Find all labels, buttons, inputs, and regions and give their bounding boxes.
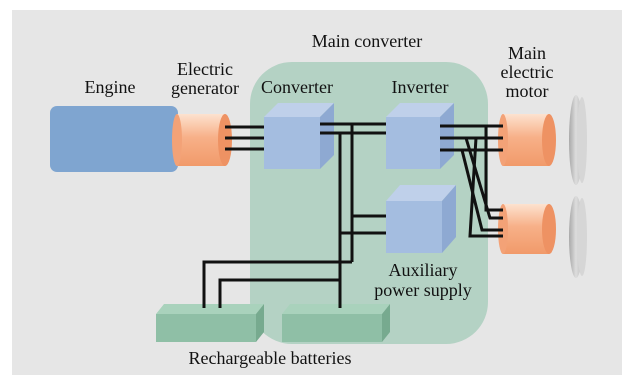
main-converter-label: Main converter (312, 31, 422, 51)
battery-left (156, 304, 264, 342)
inverter-box (386, 103, 454, 169)
auxiliary-label-line1: Auxiliary (389, 260, 458, 280)
engine-block (50, 106, 178, 172)
converter-label: Converter (261, 77, 333, 97)
motor-label-line1: Main (508, 43, 546, 63)
auxiliary-label-line2: power supply (374, 280, 472, 300)
electric-generator (172, 114, 232, 166)
auxiliary-power-supply-box (386, 185, 456, 253)
generator-label-line1: Electric (177, 59, 233, 79)
motor-label-line3: motor (506, 81, 549, 101)
wires-to-batteries (202, 260, 352, 308)
inverter-label: Inverter (392, 77, 449, 97)
motor-label-line2: electric (501, 62, 554, 82)
main-electric-motor (498, 114, 556, 166)
generator-label-line2: generator (171, 78, 239, 98)
second-electric-motor (498, 204, 556, 254)
wires-to-auxiliary (340, 214, 386, 235)
batteries-label: Rechargeable batteries (188, 348, 351, 368)
wheel-bottom (569, 196, 587, 278)
battery-right (282, 304, 390, 342)
wires-inverter-to-motors (440, 124, 503, 238)
converter-box (264, 103, 334, 169)
wires-generator-to-converter (225, 125, 264, 151)
wheel-top (569, 95, 587, 185)
engine-label: Engine (85, 77, 136, 97)
